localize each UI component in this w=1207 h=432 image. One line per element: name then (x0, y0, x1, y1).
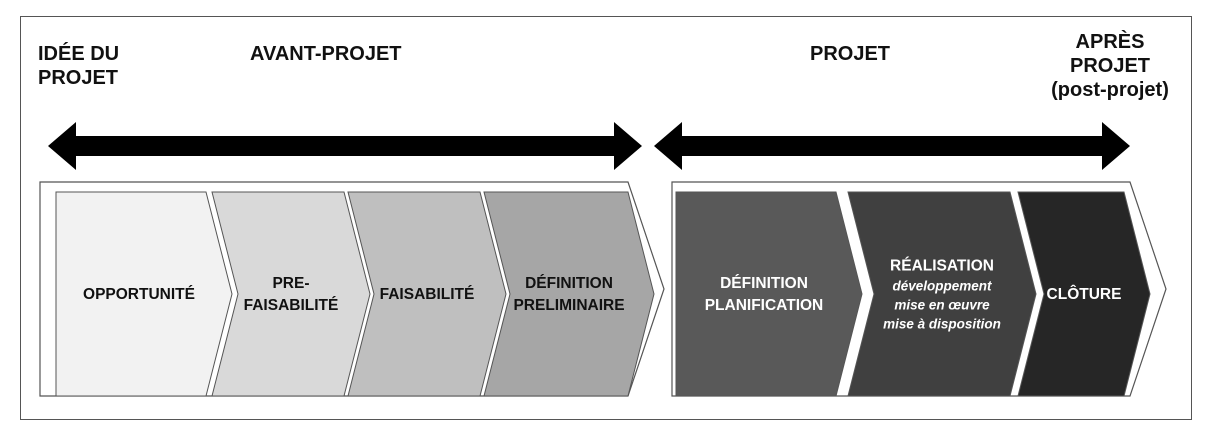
phase-label-avant-projet: AVANT-PROJET (250, 43, 402, 65)
chevron-step-faisabilite: FAISABILITÉ (347, 191, 507, 397)
phase-label-apres-projet: APRÈS PROJET (post-projet) (1040, 30, 1180, 102)
chevron-label-definition-planification-line1: DÉFINITION (720, 275, 808, 292)
chevron-shape-pre-faisabilite (211, 191, 371, 397)
chevron-step-cloture: CLÔTURE (1017, 191, 1151, 397)
chevron-sublabel-realisation-line2: mise en œuvre (894, 298, 990, 313)
chevron-label-cloture-line1: CLÔTURE (1047, 285, 1122, 303)
chevron-shape-faisabilite (347, 191, 507, 397)
chevron-step-pre-faisabilite: PRE- FAISABILITÉ (211, 191, 371, 397)
chevron-sublabel-realisation-line1: développement (892, 279, 992, 294)
phase-label-apres-line2: PROJET (1069, 55, 1151, 77)
chevron-label-opportunite-line1: OPPORTUNITÉ (83, 286, 195, 303)
chevron-shape-definition-planification (675, 191, 863, 397)
chevron-label-definition-planification-line2: PLANIFICATION (705, 297, 824, 314)
phase-label-idee-du-projet: IDÉE DU PROJET (38, 42, 119, 90)
double-arrow-projet (654, 122, 1130, 170)
phase-label-projet: PROJET (810, 43, 891, 65)
chevron-sublabel-realisation-line3: mise à disposition (883, 317, 1001, 332)
phase-label-apres-line3: (post-projet) (1051, 79, 1169, 101)
chevron-label-faisabilite-line1: FAISABILITÉ (380, 286, 475, 303)
phase-label-idee-line1: IDÉE DU (38, 43, 120, 65)
chevron-label-pre-faisabilite-line1: PRE- (272, 275, 309, 292)
chevron-step-definition-planification: DÉFINITION PLANIFICATION (675, 191, 863, 397)
chevron-step-definition-preliminaire: DÉFINITION PRELIMINAIRE (483, 191, 655, 397)
chevron-shape-opportunite (55, 191, 233, 397)
chevron-label-definition-preliminaire-line1: DÉFINITION (525, 275, 613, 292)
chevron-label-pre-faisabilite-line2: FAISABILITÉ (244, 297, 339, 314)
chevron-step-realisation: RÉALISATION développement mise en œuvre mis… (847, 191, 1037, 397)
phase-label-apres-line1: APRÈS (1075, 31, 1145, 53)
phase-label-idee-line2: PROJET (38, 67, 119, 89)
double-arrow-avant-projet (48, 122, 642, 170)
chevron-shape-realisation (847, 191, 1037, 397)
chevron-label-definition-preliminaire-line2: PRELIMINAIRE (513, 297, 624, 314)
chevron-step-opportunite: OPPORTUNITÉ (55, 191, 233, 397)
chevron-shape-definition-preliminaire (483, 191, 655, 397)
chevron-label-realisation-line1: RÉALISATION (890, 258, 994, 275)
chevron-shape-cloture (1017, 191, 1151, 397)
